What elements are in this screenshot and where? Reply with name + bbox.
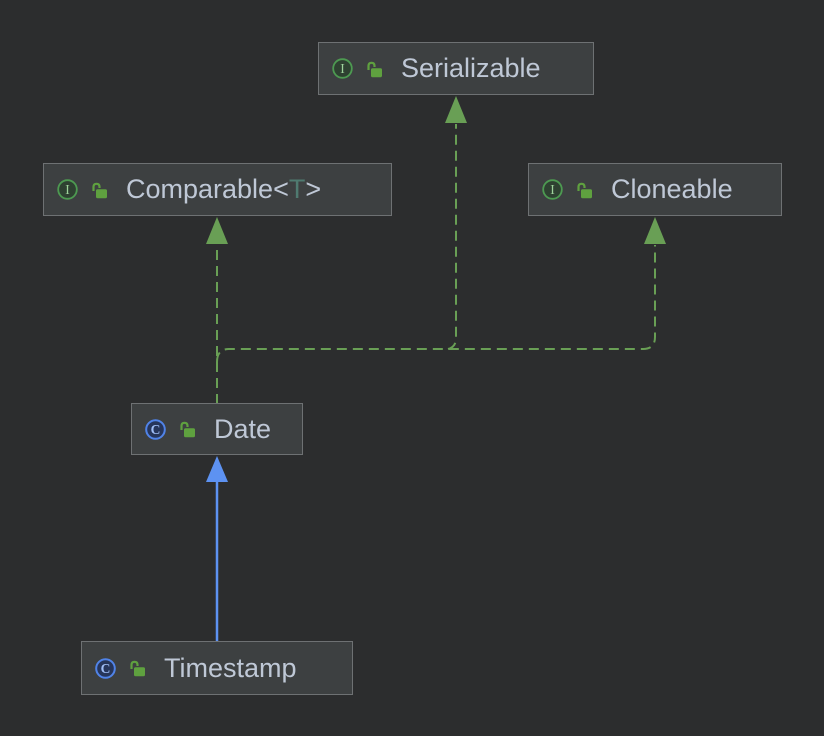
- uml-node-comparable[interactable]: I Comparable<T>: [43, 163, 392, 216]
- public-unlocked-icon: [574, 180, 594, 200]
- node-label: Serializable: [401, 55, 541, 82]
- node-label: Date: [214, 413, 272, 444]
- svg-text:C: C: [151, 422, 161, 437]
- svg-text:I: I: [340, 61, 345, 76]
- uml-node-timestamp[interactable]: C Timestamp: [81, 641, 353, 695]
- node-label-text: Date: [214, 413, 272, 444]
- node-label: Timestamp: [164, 652, 297, 683]
- class-icon: C: [94, 657, 117, 680]
- edge-date-implements-comparable[interactable]: [206, 217, 228, 404]
- interface-icon: I: [331, 57, 354, 80]
- node-label-text: Timestamp: [164, 652, 297, 683]
- public-unlocked-icon: [127, 658, 147, 678]
- generic-close-bracket: >: [305, 174, 322, 204]
- edge-date-implements-serializable[interactable]: [445, 96, 467, 350]
- generic-open-bracket: <: [273, 174, 289, 204]
- edge-date-implements-cloneable[interactable]: [216, 217, 666, 363]
- node-label: Cloneable: [611, 176, 733, 203]
- public-unlocked-icon: [364, 59, 384, 79]
- node-label-text: Serializable: [401, 53, 541, 83]
- edge-timestamp-extends-date[interactable]: [206, 456, 228, 642]
- interface-icon: I: [541, 178, 564, 201]
- node-label: Comparable<T>: [126, 176, 321, 203]
- interface-icon: I: [56, 178, 79, 201]
- class-icon: C: [144, 418, 167, 441]
- node-label-text: Comparable: [126, 174, 274, 204]
- node-label-text: Cloneable: [611, 174, 733, 204]
- uml-node-date[interactable]: C Date: [131, 403, 303, 455]
- svg-text:I: I: [550, 182, 555, 197]
- svg-text:I: I: [65, 182, 70, 197]
- uml-node-serializable[interactable]: I Serializable: [318, 42, 594, 95]
- public-unlocked-icon: [89, 180, 109, 200]
- uml-node-cloneable[interactable]: I Cloneable: [528, 163, 782, 216]
- svg-text:C: C: [101, 661, 111, 676]
- public-unlocked-icon: [177, 419, 197, 439]
- type-parameter: T: [288, 174, 306, 204]
